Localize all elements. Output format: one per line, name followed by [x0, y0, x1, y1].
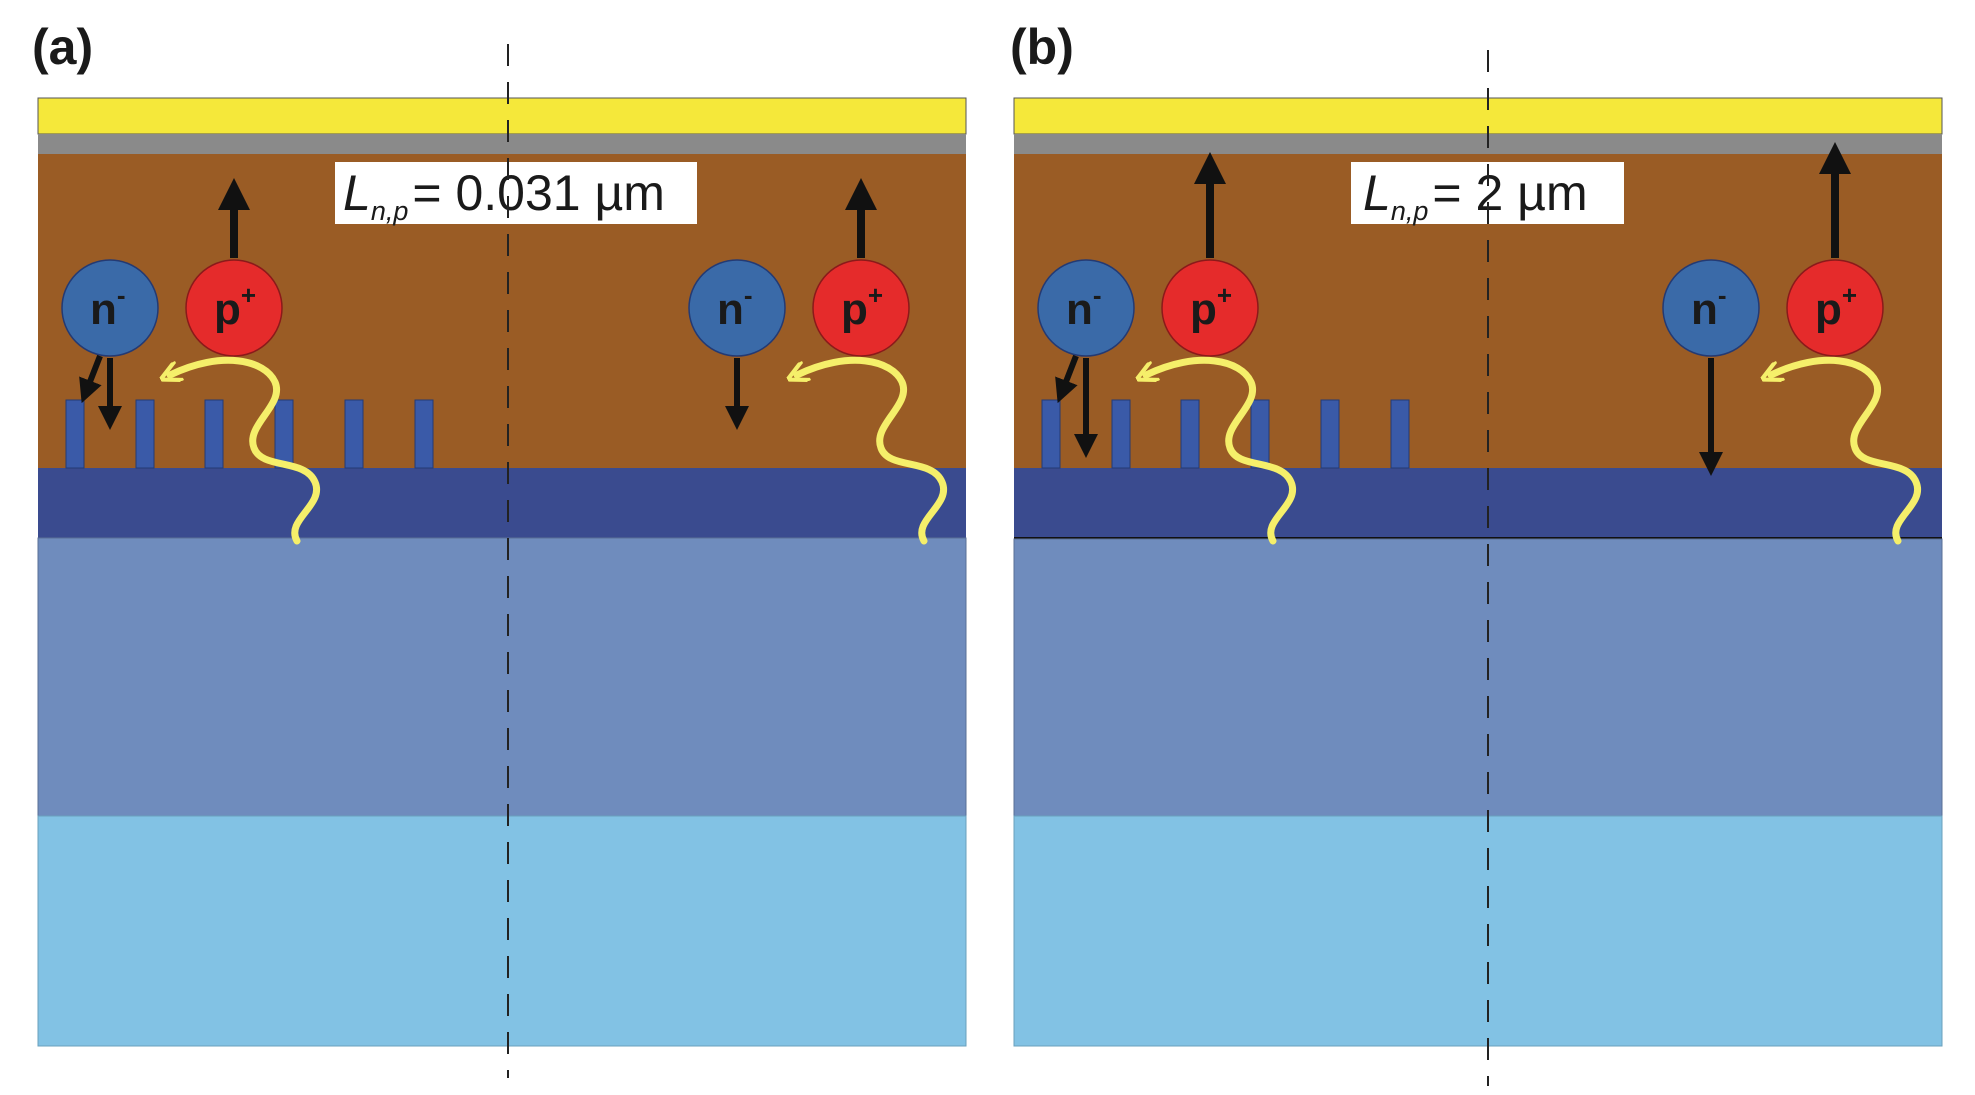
- electron-charge: -: [1093, 280, 1102, 310]
- diffusion-value: = 0.031 µm: [412, 165, 665, 221]
- photon-icon: [1771, 356, 1922, 545]
- panel-a-buffer-layer: [38, 134, 966, 154]
- nanopillar: [344, 399, 364, 469]
- electron-charge: -: [1718, 280, 1727, 310]
- svg-text:n-: n-: [90, 280, 126, 334]
- svg-text:Ln,p= 2 µm: Ln,p= 2 µm: [1363, 165, 1588, 226]
- svg-text:n-: n-: [717, 280, 753, 334]
- hole-icon: [1786, 259, 1884, 357]
- svg-text:p+: p+: [841, 280, 883, 334]
- panel-a-top-contact: [37, 97, 967, 135]
- electron-charge: -: [117, 280, 126, 310]
- electron-icon: [1662, 259, 1760, 357]
- hole-charge: +: [241, 280, 256, 310]
- photon-icon: [1146, 356, 1297, 545]
- panel-a-electron-transport-layer: [38, 468, 966, 538]
- nanopillar: [1250, 399, 1270, 469]
- hole-icon: [185, 259, 283, 357]
- nanopillar: [1390, 399, 1410, 469]
- hole-symbol: p: [214, 285, 241, 334]
- svg-text:p+: p+: [1815, 280, 1857, 334]
- hole-charge: +: [1217, 280, 1232, 310]
- nanopillar: [1041, 399, 1061, 469]
- svg-text:p+: p+: [1190, 280, 1232, 334]
- panel-b-carrier-pair-right: n- p+: [1662, 142, 1922, 545]
- diffusion-value: = 2 µm: [1432, 165, 1587, 221]
- panel-b: (b) Ln,p= 2 µm n- p: [1010, 19, 1943, 1086]
- panel-b-electron-transport-layer: [1014, 468, 1942, 538]
- electron-symbol: n: [1066, 285, 1093, 334]
- panel-b-label: (b): [1010, 19, 1074, 75]
- panel-a-label: (a): [32, 19, 93, 75]
- nanopillar: [65, 399, 85, 469]
- electron-icon: [688, 259, 786, 357]
- svg-text:n-: n-: [1691, 280, 1727, 334]
- panel-a-carrier-pair-right: n- p+: [688, 178, 948, 545]
- photon-icon: [170, 356, 321, 545]
- svg-text:n-: n-: [1066, 280, 1102, 334]
- hole-icon: [1161, 259, 1259, 357]
- svg-text:Ln,p= 0.031 µm: Ln,p= 0.031 µm: [343, 165, 665, 226]
- diffusion-subscript: n,p: [371, 196, 409, 226]
- nanopillar: [1320, 399, 1340, 469]
- panel-b-substrate-mid: [1013, 538, 1943, 817]
- panel-b-carrier-pair-left: n- p+: [1037, 152, 1297, 545]
- hole-symbol: p: [1815, 285, 1842, 334]
- nanopillar: [274, 399, 294, 469]
- nanopillar: [204, 399, 224, 469]
- electron-symbol: n: [1691, 285, 1718, 334]
- nanopillar: [414, 399, 434, 469]
- panel-a-substrate-bottom: [37, 815, 967, 1047]
- diffusion-symbol: L: [343, 165, 371, 221]
- svg-text:p+: p+: [214, 280, 256, 334]
- panel-a-diffusion-length-label: Ln,p= 0.031 µm: [335, 162, 697, 226]
- hole-symbol: p: [841, 285, 868, 334]
- panel-a: (a) Ln,p= 0.031 µm n- p+: [32, 19, 967, 1078]
- diffusion-symbol: L: [1363, 165, 1391, 221]
- electron-symbol: n: [90, 285, 117, 334]
- electron-arrow-diagonal: [1055, 354, 1079, 404]
- nanopillar: [1180, 399, 1200, 469]
- electron-icon: [61, 259, 159, 357]
- panel-b-buffer-layer: [1014, 134, 1942, 154]
- photon-icon: [797, 356, 948, 545]
- electron-symbol: n: [717, 285, 744, 334]
- hole-charge: +: [1842, 280, 1857, 310]
- electron-icon: [1037, 259, 1135, 357]
- nanopillar: [1111, 399, 1131, 469]
- nanopillar: [135, 399, 155, 469]
- electron-arrow-diagonal: [79, 354, 103, 404]
- hole-icon: [812, 259, 910, 357]
- panel-b-nanopillars: [1041, 399, 1410, 469]
- panel-b-substrate-bottom: [1013, 815, 1943, 1047]
- diffusion-subscript: n,p: [1391, 196, 1429, 226]
- hole-charge: +: [868, 280, 883, 310]
- panel-a-carrier-pair-left: n- p+: [61, 178, 321, 545]
- hole-symbol: p: [1190, 285, 1217, 334]
- electron-charge: -: [744, 280, 753, 310]
- panel-a-nanopillars: [65, 399, 434, 469]
- panel-b-top-contact: [1013, 97, 1943, 135]
- panel-a-substrate-mid: [37, 537, 967, 817]
